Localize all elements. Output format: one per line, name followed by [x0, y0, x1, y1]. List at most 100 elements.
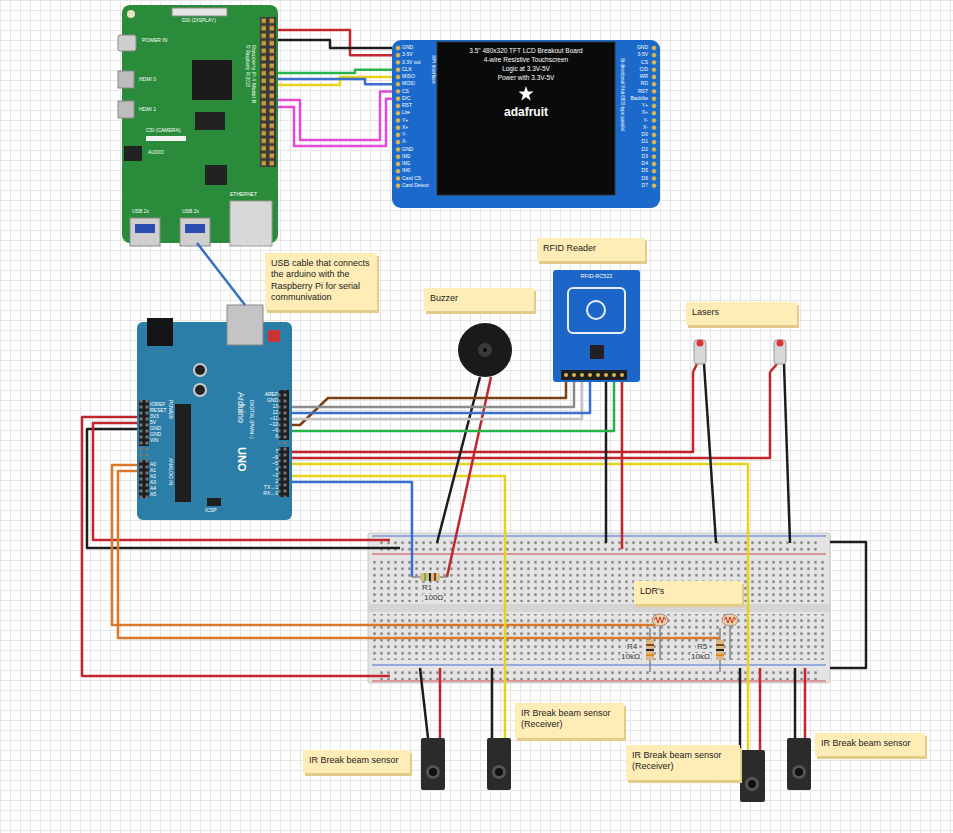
callout-text: Lasers	[692, 307, 791, 318]
pin-label: MISO	[402, 74, 415, 79]
pin-label: IOREF	[150, 402, 165, 407]
pin-label: A1	[150, 468, 156, 473]
pin-label: ~6	[250, 455, 278, 460]
pin-label: CS	[626, 60, 648, 65]
pin-label: Lite	[402, 110, 410, 115]
wire-connector	[278, 40, 392, 48]
callout-note: IR Break beam sensor	[303, 750, 410, 773]
pin-label: VIN	[150, 438, 158, 443]
pin-label: GND	[150, 426, 161, 431]
board-text: RFID-RC522	[553, 274, 640, 280]
pin-label: Y-	[626, 118, 648, 123]
pin-label: IM1	[402, 161, 410, 166]
wire-connector	[292, 382, 614, 431]
wire-connector	[292, 382, 566, 425]
pin-label: A5	[150, 492, 156, 497]
pin-label: CS	[402, 89, 409, 94]
callout-text: IR Break beam sensor (Receiver)	[632, 750, 734, 773]
pin-label: MOSI	[402, 81, 415, 86]
pin-label: D/C	[402, 96, 411, 101]
resistor-label: R1	[421, 584, 433, 592]
pin-label: 7	[250, 449, 278, 454]
board-text: Power with 3.3V-5V	[437, 75, 615, 82]
wire-connector	[278, 79, 392, 84]
pin-label: IM0	[402, 168, 410, 173]
interface-label: SPI Interface	[431, 55, 436, 84]
resistor-label: R4	[626, 643, 638, 651]
pin-label: D5	[626, 168, 648, 173]
callout-text: IR Break beam sensor	[309, 755, 404, 766]
wire-connector	[278, 30, 392, 55]
pin-label: X-	[626, 125, 648, 130]
board-text: © Raspberry Pi 2018	[245, 45, 250, 87]
pin-label: D1	[626, 139, 648, 144]
pin-label: ~11	[250, 416, 278, 421]
callout-note: USB cable that connects the arduino with…	[265, 253, 377, 310]
board-text: USB 2x	[182, 209, 199, 214]
pin-label: RD	[626, 81, 648, 86]
pin-label: 5V	[150, 420, 156, 425]
pin-label: 12	[250, 410, 278, 415]
rfid-board: RFID-RC522	[553, 270, 640, 382]
pin-label: Backlite	[626, 96, 648, 101]
pin-label: 8	[250, 434, 278, 439]
pin-label: ~10	[250, 422, 278, 427]
pin-label: ~9	[250, 428, 278, 433]
pin-label: 13	[250, 404, 278, 409]
callout-note: IR Break beam sensor (Receiver)	[515, 703, 624, 738]
wire-connector	[292, 382, 574, 407]
pin-label: A4	[150, 486, 156, 491]
board-text: ICSP	[205, 508, 217, 513]
wire-connector	[278, 92, 392, 141]
pin-label: 4	[250, 467, 278, 472]
pin-label: Card Detect	[402, 183, 429, 188]
board-text: 4-wire Resistive Touchscreen	[437, 57, 615, 64]
header-label: POWER	[168, 400, 173, 419]
board-text: POWER IN	[142, 38, 167, 43]
pin-label: RX←0	[250, 491, 278, 496]
pin-label: GND	[250, 398, 278, 403]
pin-label: GND	[402, 147, 413, 152]
callout-note: Lasers	[686, 302, 797, 325]
interface-label: Bi-directional 8-bit 6800-type parallel	[620, 58, 625, 131]
wire-connector	[278, 99, 392, 146]
pin-label: 2	[250, 479, 278, 484]
pin-label: Y-	[402, 132, 407, 137]
pin-label: IM2	[402, 154, 410, 159]
pin-label: A0	[150, 462, 156, 467]
pin-label: A3	[150, 480, 156, 485]
pin-label: D4	[626, 161, 648, 166]
pin-label: Y+	[626, 103, 648, 108]
callout-note: IR Break beam sensor	[815, 733, 925, 756]
pin-label: CLK	[402, 67, 412, 72]
board-text: HDMI 0	[139, 77, 156, 82]
pin-label: X+	[402, 125, 408, 130]
pin-label: WR	[626, 74, 648, 79]
board-text: HDMI 1	[139, 107, 156, 112]
wire-connector	[292, 382, 582, 419]
pin-label: D3	[626, 154, 648, 159]
board-text: DSI (DISPLAY)	[182, 18, 216, 23]
resistor-value: 10kΩ	[620, 653, 641, 661]
board-text: 3.5" 480x320 TFT LCD Breakout Board	[437, 48, 615, 55]
pin-label: ~5	[250, 461, 278, 466]
pin-label: ~3	[250, 473, 278, 478]
wire-connector	[197, 243, 245, 305]
pin-label: C/D	[626, 67, 648, 72]
pin-label: RST	[402, 103, 412, 108]
resistor-label: R5	[696, 643, 708, 651]
callout-note: RFID Reader	[537, 238, 645, 261]
pin-label: RST	[626, 89, 648, 94]
board-text: UNO	[236, 447, 247, 471]
pin-label: X+	[626, 110, 648, 115]
pin-label: 3V3	[150, 414, 159, 419]
board-text: adafruit	[437, 106, 615, 118]
pin-label: GND	[150, 432, 161, 437]
pin-label: D2	[626, 147, 648, 152]
callout-text: USB cable that connects the arduino with…	[271, 258, 371, 303]
header-label: ANALOG IN	[168, 458, 173, 485]
resistor-value: 10kΩ	[690, 653, 711, 661]
pin-label: 3.3V out	[402, 60, 421, 65]
callout-note: LDR's	[634, 581, 742, 604]
